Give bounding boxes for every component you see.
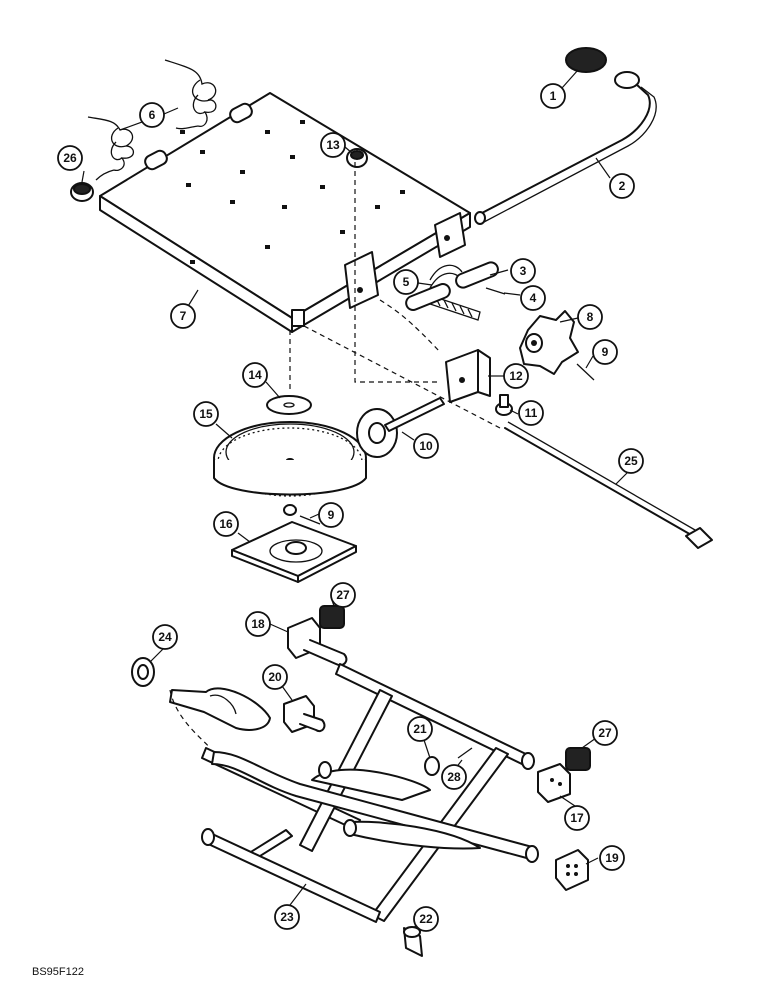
callout-9-upper: 9 bbox=[592, 339, 618, 365]
washer-part-14 bbox=[266, 395, 312, 415]
bolt-part-11 bbox=[495, 394, 513, 416]
shock-absorber bbox=[169, 687, 271, 731]
callout-10: 10 bbox=[413, 433, 439, 459]
callout-16: 16 bbox=[213, 511, 239, 537]
base-plate-part-16 bbox=[231, 521, 357, 583]
callout-6-label: 6 bbox=[149, 108, 156, 122]
knob-part-1 bbox=[565, 47, 640, 89]
callout-6: 6 bbox=[139, 102, 165, 128]
callout-23-label: 23 bbox=[280, 910, 294, 924]
callout-7: 7 bbox=[170, 303, 196, 329]
callout-21: 21 bbox=[407, 716, 433, 742]
callout-28: 28 bbox=[441, 764, 467, 790]
callout-15-label: 15 bbox=[199, 407, 213, 421]
callout-21-label: 21 bbox=[413, 722, 427, 736]
callout-1: 1 bbox=[540, 83, 566, 109]
callout-9-lower: 9 bbox=[318, 502, 344, 528]
callout-9-lower-label: 9 bbox=[328, 508, 335, 522]
callout-3: 3 bbox=[510, 258, 536, 284]
roll-pin-part-9-upper bbox=[576, 363, 595, 381]
block-part-17 bbox=[537, 763, 571, 803]
plate-holes bbox=[180, 120, 405, 264]
block-part-19 bbox=[555, 849, 589, 891]
callout-17-label: 17 bbox=[570, 811, 584, 825]
callout-23: 23 bbox=[274, 904, 300, 930]
callout-27-upper: 27 bbox=[330, 582, 356, 608]
callout-10-label: 10 bbox=[419, 439, 433, 453]
callout-24: 24 bbox=[152, 624, 178, 650]
callout-20: 20 bbox=[262, 664, 288, 690]
callout-11-label: 11 bbox=[525, 406, 538, 420]
callout-14: 14 bbox=[242, 362, 268, 388]
callout-19: 19 bbox=[599, 845, 625, 871]
block-part-27-upper bbox=[319, 605, 345, 629]
block-part-27-lower bbox=[565, 747, 591, 771]
callout-8: 8 bbox=[577, 304, 603, 330]
callout-2-label: 2 bbox=[619, 179, 626, 193]
callout-27-lower-label: 27 bbox=[598, 726, 612, 740]
callout-5-label: 5 bbox=[403, 275, 410, 289]
figure-reference-code: BS95F122 bbox=[32, 966, 84, 978]
roller-part-3 bbox=[405, 261, 499, 311]
callout-17: 17 bbox=[564, 805, 590, 831]
callout-4: 4 bbox=[520, 285, 546, 311]
callout-2: 2 bbox=[609, 173, 635, 199]
alignment-lines bbox=[169, 162, 501, 749]
callout-4-label: 4 bbox=[530, 291, 537, 305]
roll-pin-part-28 bbox=[457, 747, 473, 759]
callout-28-label: 28 bbox=[447, 770, 461, 784]
slider-block-part-18 bbox=[287, 617, 348, 666]
rod-part-25 bbox=[504, 421, 713, 549]
callout-27-upper-label: 27 bbox=[336, 588, 350, 602]
roll-pin-part-9-lower bbox=[283, 504, 321, 525]
callout-18-label: 18 bbox=[251, 617, 265, 631]
callout-22: 22 bbox=[413, 906, 439, 932]
callout-25: 25 bbox=[618, 448, 644, 474]
spring-part-6 bbox=[87, 59, 217, 181]
callout-22-label: 22 bbox=[419, 912, 433, 926]
callout-5: 5 bbox=[393, 269, 419, 295]
callout-13: 13 bbox=[320, 132, 346, 158]
callout-9-upper-label: 9 bbox=[602, 345, 609, 359]
pinion-part-10 bbox=[356, 397, 445, 458]
gear-part-15 bbox=[213, 421, 367, 497]
callout-24-label: 24 bbox=[158, 630, 172, 644]
callout-8-label: 8 bbox=[587, 310, 594, 324]
callout-12-label: 12 bbox=[509, 369, 523, 383]
callout-7-label: 7 bbox=[180, 309, 187, 323]
callout-26-label: 26 bbox=[63, 151, 77, 165]
callout-27-lower: 27 bbox=[592, 720, 618, 746]
callout-12: 12 bbox=[503, 363, 529, 389]
lever-part-2 bbox=[474, 83, 657, 225]
callout-25-label: 25 bbox=[624, 454, 638, 468]
callout-1-label: 1 bbox=[550, 89, 557, 103]
bracket-part-12 bbox=[445, 349, 491, 403]
callout-20-label: 20 bbox=[268, 670, 282, 684]
callout-13-label: 13 bbox=[326, 138, 340, 152]
callout-15: 15 bbox=[193, 401, 219, 427]
callout-3-label: 3 bbox=[520, 264, 527, 278]
fitting-part-13 bbox=[346, 148, 368, 168]
scissor-linkage-part-23 bbox=[201, 663, 539, 923]
bushing-part-22 bbox=[403, 926, 423, 957]
slider-block-part-20 bbox=[283, 695, 326, 733]
callout-19-label: 19 bbox=[605, 851, 619, 865]
bushing-part-24 bbox=[131, 657, 155, 687]
callout-11: 11 bbox=[518, 400, 544, 426]
pin-part-21 bbox=[424, 756, 440, 776]
pin-part-4 bbox=[485, 287, 506, 295]
callout-14-label: 14 bbox=[248, 368, 262, 382]
bushing-part-26 bbox=[70, 182, 94, 202]
callout-26: 26 bbox=[57, 145, 83, 171]
seat-frame-part-7 bbox=[99, 92, 471, 333]
callout-18: 18 bbox=[245, 611, 271, 637]
star-knob-part-8 bbox=[519, 310, 579, 375]
callout-16-label: 16 bbox=[219, 517, 233, 531]
